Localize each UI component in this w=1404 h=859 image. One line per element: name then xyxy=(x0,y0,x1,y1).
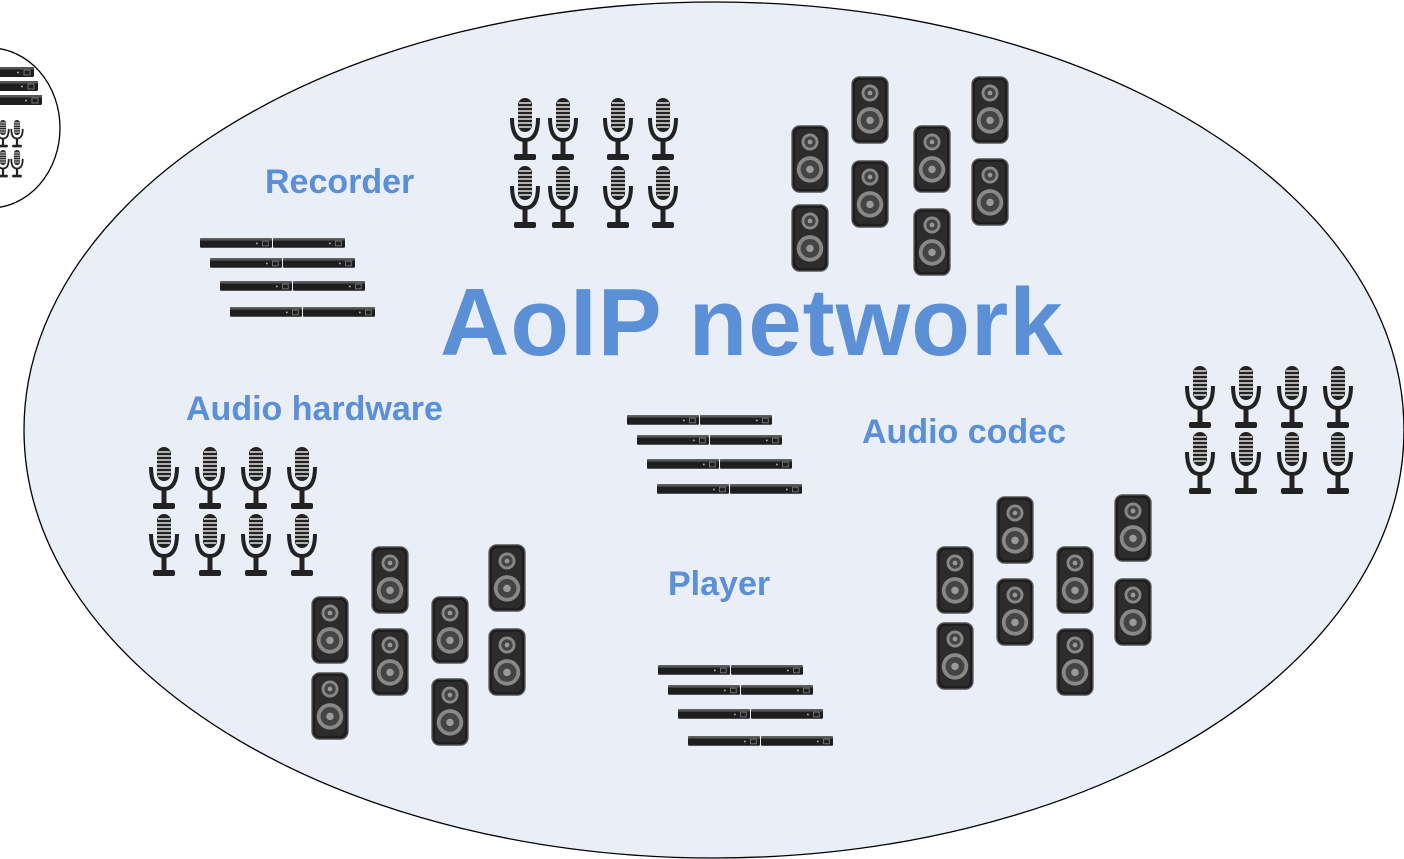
speaker-icon xyxy=(913,125,951,193)
speaker-icon xyxy=(936,546,974,614)
label-recorder: Recorder xyxy=(265,163,415,201)
rack-device-icon xyxy=(230,306,302,318)
speaker-icon xyxy=(996,496,1034,564)
secondary-network-ellipse xyxy=(0,48,61,208)
network-ellipse xyxy=(23,1,1404,859)
speaker-icon xyxy=(971,158,1009,226)
rack-device-icon xyxy=(283,257,355,269)
rack-device-icon xyxy=(688,735,760,747)
speaker-icon xyxy=(371,628,409,696)
label-audio-hardware: Audio hardware xyxy=(186,390,443,428)
rack-device-icon xyxy=(293,280,365,292)
rack-device-icon xyxy=(303,306,375,318)
rack-device-icon xyxy=(668,684,740,696)
speaker-icon xyxy=(1056,628,1094,696)
rack-device-icon xyxy=(751,708,823,720)
rack-device-icon xyxy=(273,237,345,249)
rack-device-icon xyxy=(710,434,782,446)
speaker-icon xyxy=(311,596,349,664)
label-player: Player xyxy=(668,565,771,603)
rack-device-icon xyxy=(200,237,272,249)
speaker-icon xyxy=(851,76,889,144)
rack-device-icon xyxy=(678,708,750,720)
rack-device-icon xyxy=(761,735,833,747)
rack-device-icon xyxy=(637,434,709,446)
speaker-icon xyxy=(371,546,409,614)
rack-device-icon xyxy=(700,414,772,426)
speaker-icon xyxy=(1056,546,1094,614)
rack-device-icon xyxy=(720,458,792,470)
speaker-icon xyxy=(936,622,974,690)
rack-device-icon xyxy=(658,664,730,676)
speaker-icon xyxy=(488,628,526,696)
speaker-icon xyxy=(913,208,951,276)
rack-device-icon xyxy=(627,414,699,426)
rack-device-icon xyxy=(741,684,813,696)
speaker-icon xyxy=(311,672,349,740)
rack-device-icon xyxy=(657,483,729,495)
speaker-icon xyxy=(851,160,889,228)
speaker-icon xyxy=(488,544,526,612)
rack-device-icon xyxy=(730,483,802,495)
speaker-icon xyxy=(971,76,1009,144)
diagram-title: AoIP network xyxy=(440,269,1064,376)
rack-device-icon xyxy=(210,257,282,269)
speaker-icon xyxy=(996,578,1034,646)
speaker-icon xyxy=(791,125,829,193)
speaker-icon xyxy=(1114,494,1152,562)
speaker-icon xyxy=(791,204,829,272)
label-audio-codec: Audio codec xyxy=(862,413,1067,451)
speaker-icon xyxy=(431,596,469,664)
speaker-icon xyxy=(1114,578,1152,646)
rack-device-icon xyxy=(731,664,803,676)
rack-device-icon xyxy=(220,280,292,292)
speaker-icon xyxy=(431,678,469,746)
rack-device-icon xyxy=(647,458,719,470)
